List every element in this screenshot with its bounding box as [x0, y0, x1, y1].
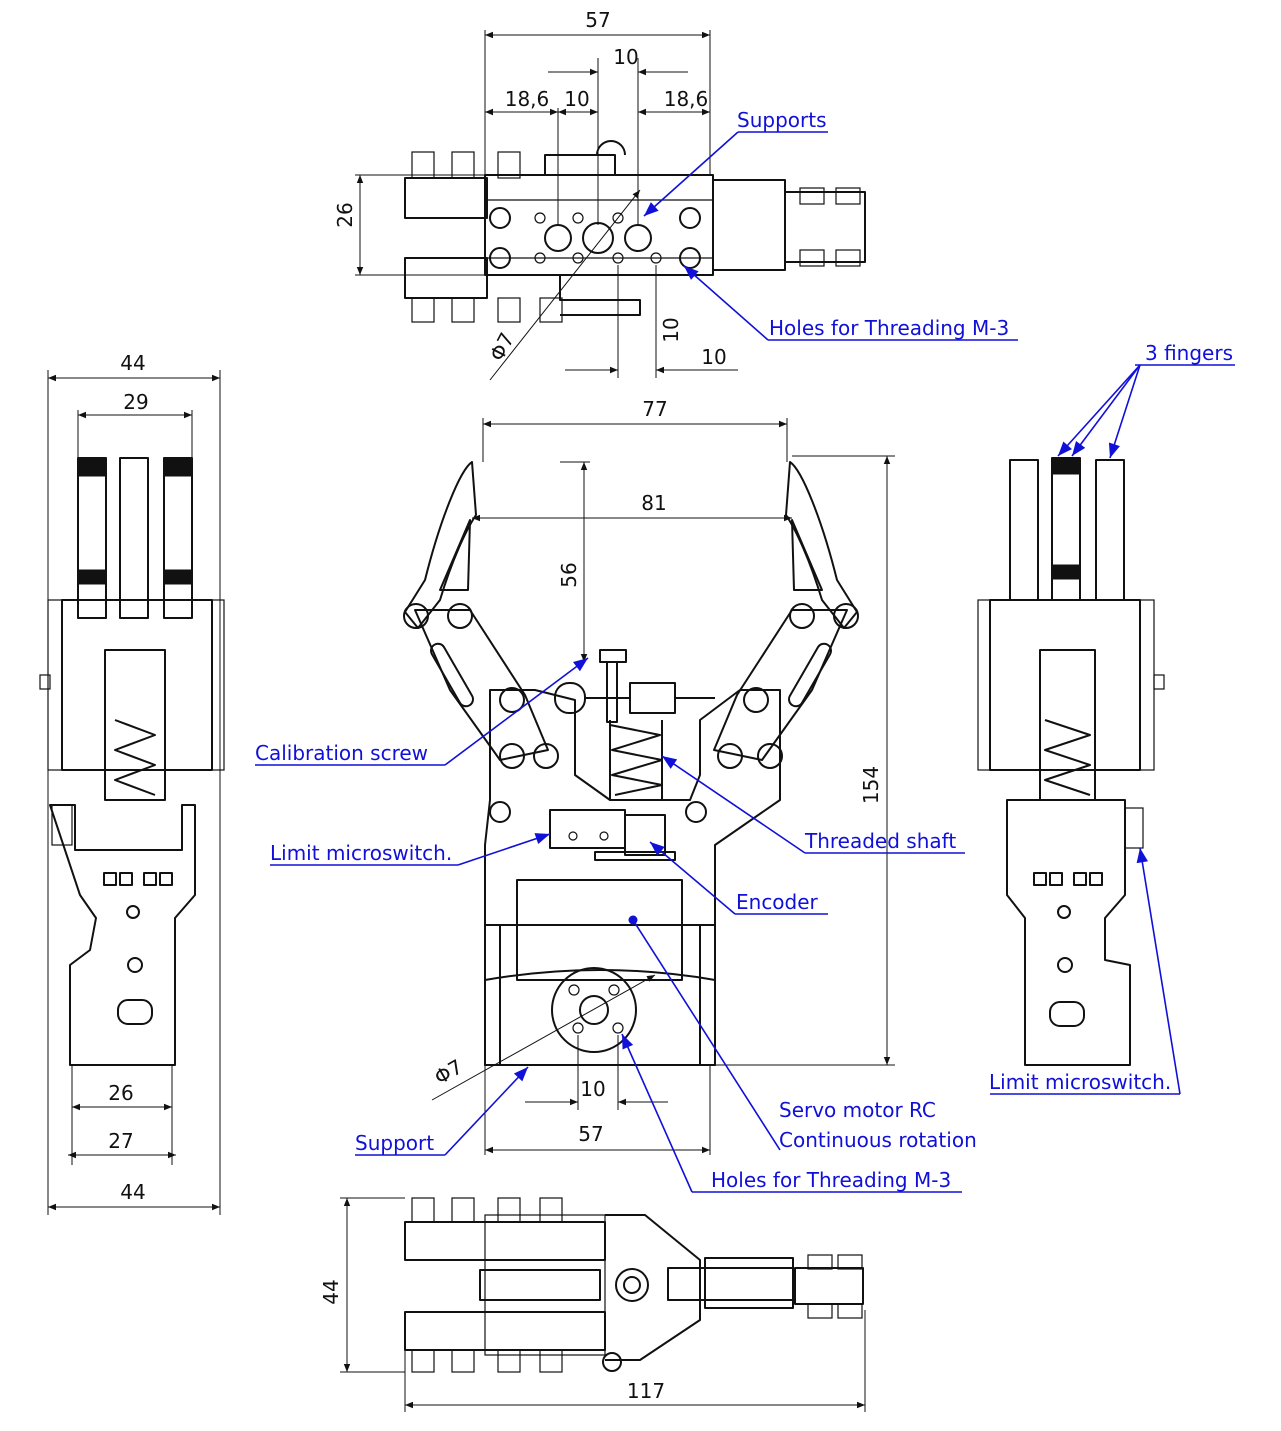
dim-left-44-bottom: 44: [120, 1180, 145, 1204]
right-side-view: 3 fingers Limit microswitch.: [977, 341, 1235, 1095]
front-view: 77 81 56 154 Φ7 10 57 Calibration screw …: [255, 397, 977, 1193]
bottom-view: 44 117: [319, 1197, 866, 1412]
label-support: Support: [355, 1131, 434, 1155]
dim-bottom-44: 44: [319, 1279, 343, 1304]
dim-front-phi7: Φ7: [430, 1054, 467, 1089]
dim-top-10-bottom: 10: [701, 345, 726, 369]
dim-top-18-6-right: 18,6: [664, 87, 709, 111]
dim-front-77: 77: [642, 397, 667, 421]
dim-front-81: 81: [641, 491, 666, 515]
dim-front-10: 10: [580, 1077, 605, 1101]
dim-top-10-vert: 10: [659, 317, 683, 342]
dim-top-57: 57: [585, 8, 610, 32]
dim-front-57: 57: [578, 1122, 603, 1146]
dim-left-27: 27: [108, 1129, 133, 1153]
label-encoder: Encoder: [736, 890, 819, 914]
dim-left-26: 26: [108, 1081, 133, 1105]
label-servo-line1: Servo motor RC: [779, 1098, 936, 1122]
dim-top-phi7: Φ7: [485, 329, 520, 365]
left-side-view: 44 29 26 27 44: [39, 351, 225, 1215]
label-limit-microswitch-left: Limit microswitch.: [270, 841, 452, 865]
label-servo-line2: Continuous rotation: [779, 1128, 977, 1152]
dim-front-154: 154: [859, 766, 883, 804]
label-holes-top: Holes for Threading M-3: [769, 316, 1009, 340]
top-view: 57 10 18,6 10 18,6 26 Φ7 10 10 Supports …: [333, 8, 1018, 381]
dim-front-56: 56: [557, 562, 581, 587]
label-limit-microswitch-right: Limit microswitch.: [989, 1070, 1171, 1094]
label-3-fingers: 3 fingers: [1145, 341, 1233, 365]
dim-left-29: 29: [123, 390, 148, 414]
label-holes-bottom: Holes for Threading M-3: [711, 1168, 951, 1192]
label-calibration-screw: Calibration screw: [255, 741, 428, 765]
dim-top-18-6-left: 18,6: [505, 87, 550, 111]
dim-top-10-b: 10: [564, 87, 589, 111]
label-threaded-shaft: Threaded shaft: [804, 829, 956, 853]
dim-top-10-a: 10: [613, 45, 638, 69]
dim-bottom-117: 117: [627, 1379, 665, 1403]
dim-left-44-top: 44: [120, 351, 145, 375]
label-supports: Supports: [737, 108, 826, 132]
dim-top-26: 26: [333, 202, 357, 227]
